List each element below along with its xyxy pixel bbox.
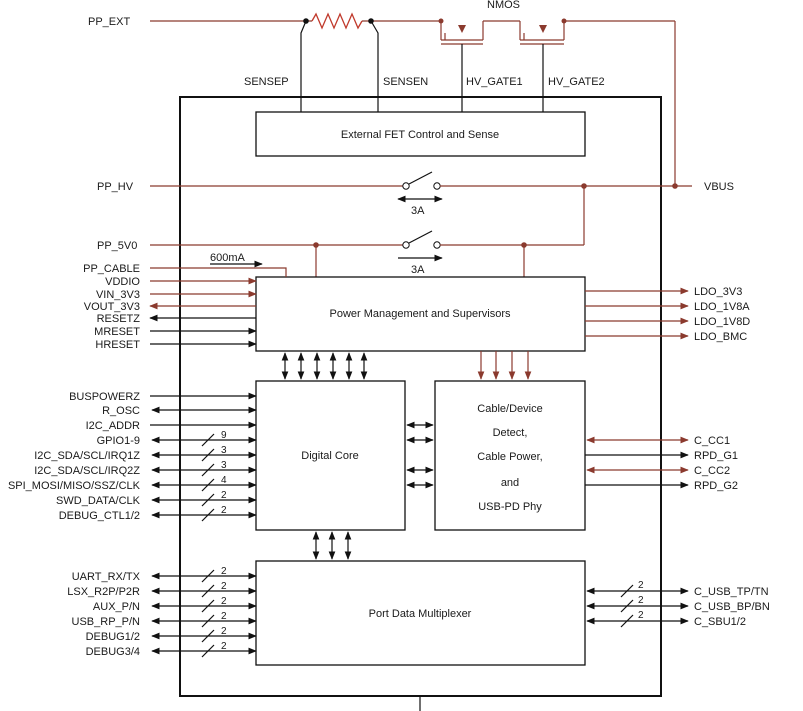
pin-debug34: DEBUG3/4 [86,646,140,658]
pin-debug12: DEBUG1/2 [86,631,140,643]
pin-resetz: RESETZ [97,313,141,325]
pin-i2c2: I2C_SDA/SCL/IRQ2Z [34,465,140,477]
pin-ldo-3v3: LDO_3V3 [694,286,742,298]
bus-width-uart: 2 [221,566,227,577]
sensep-wire [300,20,307,112]
hv-gate2-label: HV_GATE2 [548,76,605,88]
bus-width-i2c2: 3 [221,460,227,471]
nmos-label: NMOS [487,0,520,11]
digital-core-label: Digital Core [301,450,358,462]
hv-gate1-label: HV_GATE1 [466,76,523,88]
port-data-mux-block [255,560,586,666]
vbus-label: VBUS [704,181,734,193]
cable-line-1: Cable/Device [477,403,542,415]
pin-i2c-addr: I2C_ADDR [86,420,140,432]
hv-current-label: 3A [411,205,425,217]
sensen-wire [370,20,379,112]
pin-aux: AUX_P/N [93,601,140,613]
switch-hv-blade [408,171,433,185]
cable-line-3: Cable Power, [477,451,542,463]
pin-c-usb-tp: C_USB_TP/TN [694,586,769,598]
bus-width-lsx: 2 [221,581,227,592]
pin-ldo-bmc: LDO_BMC [694,331,747,343]
pin-pp-cable: PP_CABLE [83,263,140,275]
bus-width-aux: 2 [221,596,227,607]
cable-detect-block [434,380,586,531]
pin-hreset: HRESET [95,339,140,351]
bus-width-usb-bp: 2 [638,595,644,606]
pin-ldo-1v8d: LDO_1V8D [694,316,750,328]
sense-resistor [311,12,363,30]
fet-control-label: External FET Control and Sense [341,129,499,141]
pin-mreset: MRESET [94,326,140,338]
pin-gpio: GPIO1-9 [97,435,140,447]
core-cable-bus [406,421,434,489]
pin-vin-3v3: VIN_3V3 [96,289,140,301]
pp-ext-label: PP_EXT [88,16,130,28]
pin-c-cc2: C_CC2 [694,465,730,477]
pin-swd: SWD_DATA/CLK [56,495,141,507]
pin-c-sbu: C_SBU1/2 [694,616,746,628]
cable-line-2: Detect, [493,427,528,439]
pin-vddio: VDDIO [105,276,140,288]
pin-uart: UART_RX/TX [72,571,141,583]
bus-width-gpio: 9 [221,430,227,441]
pin-debug-ctl: DEBUG_CTL1/2 [59,510,140,522]
pin-rpd-g1: RPD_G1 [694,450,738,462]
bus-width-swd: 2 [221,490,227,501]
pin-c-usb-bp: C_USB_BP/BN [694,601,770,613]
bus-width-i2c1: 3 [221,445,227,456]
bus-width-usb-rp: 2 [221,611,227,622]
bus-width-spi: 4 [221,475,227,486]
switch-5v-blade [408,230,433,244]
cable-line-4: and [501,477,519,489]
sensen-label: SENSEN [383,76,428,88]
power-management-block [255,276,586,352]
bus-width-debug34: 2 [221,641,227,652]
pin-ldo-1v8a: LDO_1V8A [694,301,750,313]
switch-hv-contact [402,182,410,190]
pin-i2c1: I2C_SDA/SCL/IRQ1Z [34,450,140,462]
pin-c-cc1: C_CC1 [694,435,730,447]
power-management-label: Power Management and Supervisors [330,308,511,320]
cable-line-5: USB-PD Phy [478,501,542,513]
pin-rpd-g2: RPD_G2 [694,480,738,492]
pin-lsx: LSX_R2P/P2R [67,586,140,598]
pp-5v0-label: PP_5V0 [97,240,137,252]
digital-core-block [255,380,406,531]
sensep-label: SENSEP [244,76,289,88]
5v-current-label: 3A [411,264,425,276]
bus-width-debug-ctl: 2 [221,505,227,516]
fet-control-block [255,111,586,157]
cable-current-label: 600mA [210,252,246,264]
pm-cable-bus [477,351,532,380]
pm-core-bus [281,352,368,380]
pin-buspowerz: BUSPOWERZ [69,391,140,403]
port-data-mux-label: Port Data Multiplexer [369,608,472,620]
pin-usb-rp: USB_RP_P/N [72,616,141,628]
nmos-transistor-1 [440,20,520,112]
pp-hv-label: PP_HV [97,181,134,193]
pin-r-osc: R_OSC [102,405,140,417]
nmos-transistor-2 [519,20,675,112]
pin-vout-3v3: VOUT_3V3 [84,301,140,313]
bus-width-sbu: 2 [638,610,644,621]
core-pdm-bus [312,531,352,560]
bus-width-usb-tp: 2 [638,580,644,591]
bus-width-debug12: 2 [221,626,227,637]
pin-spi: SPI_MOSI/MISO/SSZ/CLK [8,480,141,492]
